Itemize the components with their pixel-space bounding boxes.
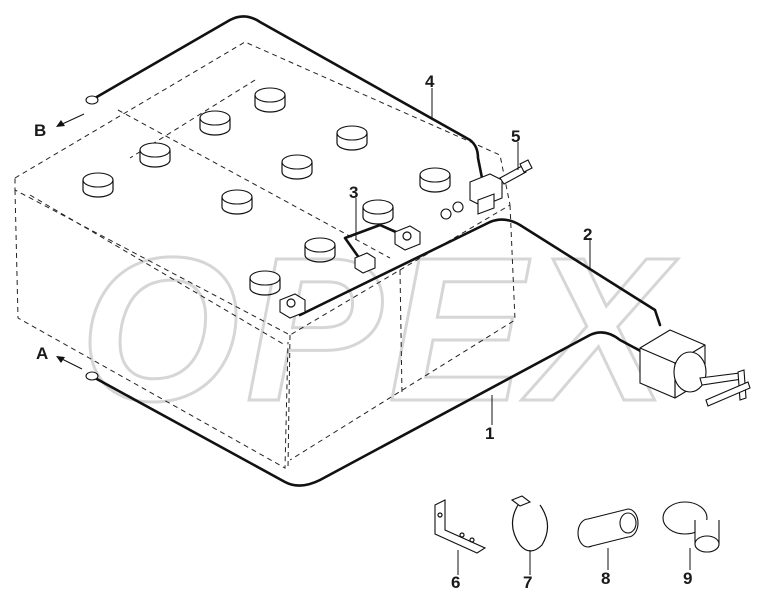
callout-3: 3 [349, 183, 358, 202]
callout-6: 6 [451, 573, 460, 592]
cable-4 [93, 15, 484, 180]
battery-switch [639, 329, 751, 407]
leader-lines [355, 88, 691, 575]
callout-5: 5 [511, 127, 520, 146]
arrow-b [56, 113, 85, 127]
callout-9: 9 [683, 569, 692, 588]
callout-1: 1 [485, 424, 494, 443]
battery-outline [14, 41, 516, 469]
callout-2: 2 [583, 225, 592, 244]
terminal-clamps [279, 173, 503, 319]
ring-terminal-b [85, 95, 99, 105]
end-label-b: B [34, 121, 46, 140]
end-label-a: A [36, 344, 48, 363]
callout-8: 8 [601, 569, 610, 588]
ring-terminal-a [85, 371, 99, 381]
clamp-7 [510, 495, 549, 552]
cable-1 [93, 331, 650, 487]
battery-caps [82, 87, 451, 296]
terminal-cover-8 [577, 508, 639, 548]
callout-4: 4 [425, 72, 435, 91]
cable-3 [343, 223, 407, 264]
callout-7: 7 [523, 573, 532, 592]
terminal-cover-9 [662, 501, 720, 553]
bolt-5 [440, 159, 533, 220]
arrow-a [56, 356, 83, 370]
bracket-6 [434, 499, 487, 554]
watermark: OPEX [79, 214, 678, 446]
watermark-text: OPEX [80, 215, 678, 444]
cable-2 [298, 218, 662, 327]
